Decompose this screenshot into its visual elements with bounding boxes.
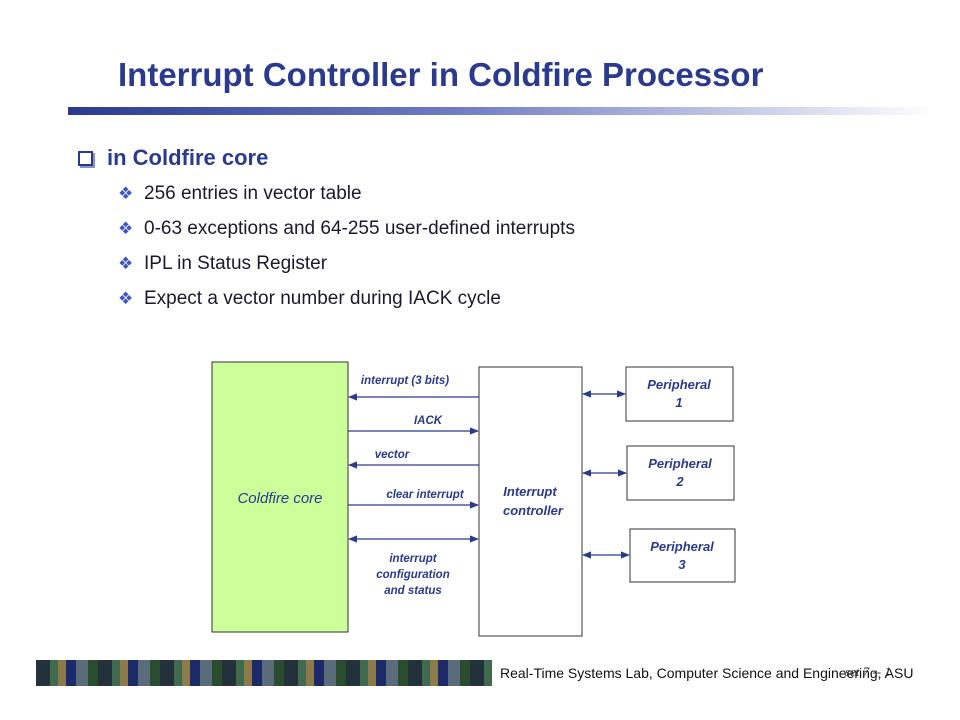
peripheral-3-number: 3 — [678, 557, 686, 572]
diamond-bullet-icon: ❖ — [118, 218, 134, 238]
title-underline — [68, 107, 934, 115]
square-bullet-icon — [78, 150, 93, 166]
interrupt-controller-block — [478, 366, 583, 637]
coldfire-core-label: Coldfire core — [237, 490, 322, 507]
bullet-heading: in Coldfire core — [107, 145, 269, 170]
diamond-bullet-icon: ❖ — [118, 288, 134, 308]
peripheral-3-block — [629, 528, 736, 583]
sub-bullet: ❖ IPL in Status Register — [118, 246, 575, 281]
bullet-list: in Coldfire core ❖ 256 entries in vector … — [78, 140, 575, 316]
slide-number: set 7 -- 1 — [845, 664, 891, 679]
clear-interrupt-label: clear interrupt — [386, 489, 464, 501]
peripheral-2-number: 2 — [675, 474, 684, 489]
sub-bullet-text: IPL in Status Register — [144, 252, 328, 274]
sub-bullet-text: 256 entries in vector table — [144, 182, 362, 204]
iack-signal-label: IACK — [414, 415, 443, 427]
coldfire-core-block — [211, 361, 349, 633]
config-label-line2: configuration — [376, 569, 449, 581]
slide-title: Interrupt Controller in Coldfire Process… — [118, 56, 764, 93]
controller-label-line2: controller — [503, 503, 564, 518]
peripheral-1-number: 1 — [675, 395, 682, 410]
peripheral-3-label: Peripheral — [650, 539, 714, 554]
bullet-level1: in Coldfire core ❖ 256 entries in vector … — [78, 140, 575, 316]
sub-bullet: ❖ Expect a vector number during IACK cycl… — [118, 281, 575, 316]
diamond-bullet-icon: ❖ — [118, 183, 134, 203]
controller-label-line1: Interrupt — [503, 484, 557, 499]
sub-bullet: ❖ 0-63 exceptions and 64-255 user-defined… — [118, 211, 575, 246]
sub-bullet: ❖ 256 entries in vector table — [118, 176, 575, 211]
config-label-line3: and status — [384, 585, 442, 597]
interrupt-signal-label: interrupt (3 bits) — [361, 375, 449, 387]
footer-lab-text: Real-Time Systems Lab, Computer Science … — [500, 665, 914, 681]
diamond-bullet-icon: ❖ — [118, 253, 134, 273]
peripheral-2-block — [626, 445, 735, 501]
peripheral-2-label: Peripheral — [648, 456, 712, 471]
config-label-line1: interrupt — [389, 553, 437, 565]
sub-bullet-text: 0-63 exceptions and 64-255 user-defined … — [144, 217, 575, 239]
footer-image-strip — [36, 660, 492, 686]
peripheral-1-label: Peripheral — [647, 377, 711, 392]
peripheral-1-block — [625, 366, 734, 422]
vector-signal-label: vector — [375, 449, 410, 461]
sub-bullet-text: Expect a vector number during IACK cycle — [144, 287, 501, 309]
